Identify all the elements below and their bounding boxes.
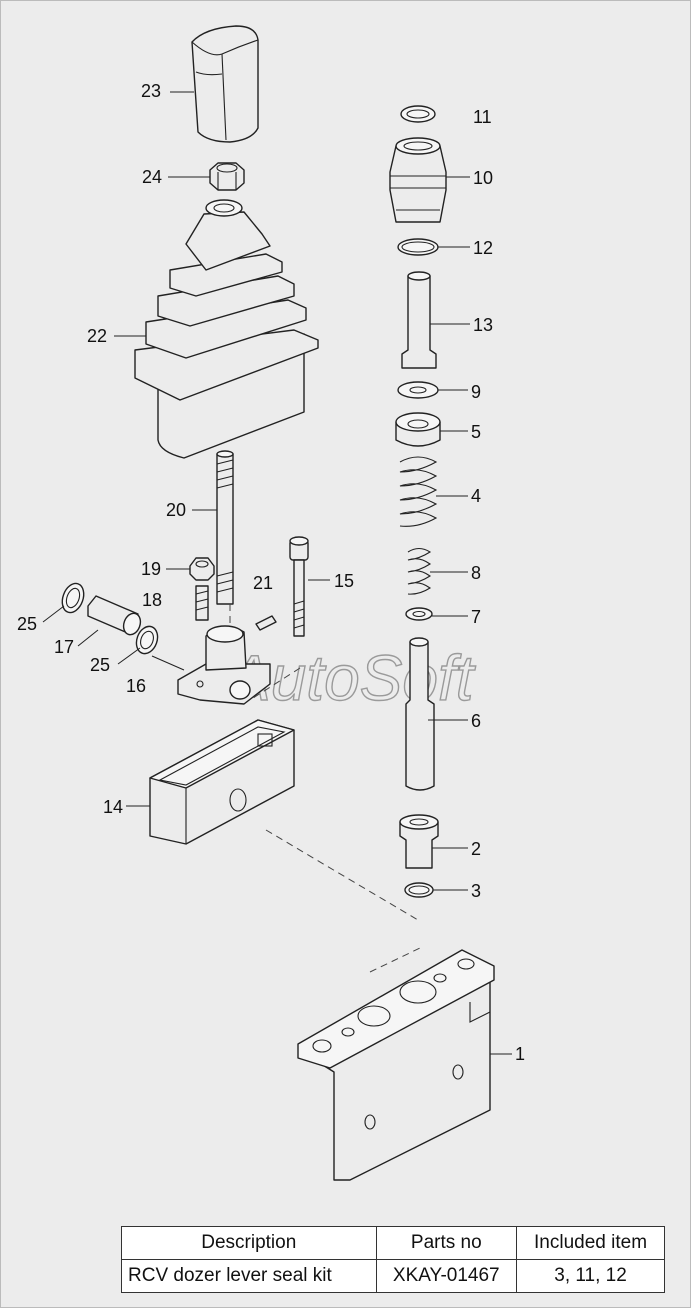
label-19: 19: [141, 559, 161, 579]
label-11: 11: [473, 107, 492, 127]
part-17-pin: [87, 595, 142, 636]
label-5: 5: [471, 422, 481, 442]
part-12-o-ring: [397, 238, 439, 256]
part-20-rod: [216, 450, 234, 605]
label-1: 1: [515, 1044, 525, 1064]
column-header-description: Description: [121, 1226, 377, 1260]
column-header-included-item: Included item: [516, 1226, 665, 1260]
label-13: 13: [473, 315, 493, 335]
seal-kit-table: Description Parts no Included item RCV d…: [121, 1226, 665, 1293]
part-23-grip: [191, 25, 259, 143]
part-8-spring: [407, 547, 432, 595]
label-10: 10: [473, 168, 493, 188]
label-14: 14: [103, 797, 123, 817]
label-2: 2: [471, 839, 481, 859]
label-12: 12: [473, 238, 493, 258]
cell-parts-no: XKAY-01467: [375, 1259, 518, 1293]
label-3: 3: [471, 881, 481, 901]
part-5-seat: [395, 412, 441, 447]
label-22: 22: [87, 326, 107, 346]
part-4-spring: [399, 456, 438, 527]
part-11-ring: [400, 105, 436, 123]
label-21: 21: [253, 573, 273, 593]
part-24-nut: [209, 162, 245, 191]
label-18: 18: [142, 590, 162, 610]
label-4: 4: [471, 486, 481, 506]
part-13-push-rod: [401, 271, 437, 369]
part-15-bolt: [289, 536, 309, 637]
label-6: 6: [471, 711, 481, 731]
cell-description: RCV dozer lever seal kit: [121, 1259, 377, 1293]
part-3-o-ring: [404, 882, 434, 898]
part-19-nut: [189, 557, 215, 581]
label-16: 16: [126, 676, 146, 696]
label-17: 17: [54, 637, 74, 657]
label-8: 8: [471, 563, 481, 583]
part-6-spool: [405, 637, 435, 791]
label-23: 23: [141, 81, 161, 101]
label-25-right: 25: [90, 655, 110, 675]
part-22-boot: [134, 199, 319, 459]
alignment-line-block: [265, 829, 419, 921]
part-10-plug: [389, 137, 447, 223]
label-24: 24: [142, 167, 162, 187]
part-9-washer: [397, 381, 439, 399]
table-header-row: Description Parts no Included item: [121, 1226, 665, 1260]
part-25-ring-right: [135, 625, 159, 655]
part-14-block: [149, 719, 295, 845]
part-7-washer: [405, 607, 433, 621]
alignment-line-casing: [369, 947, 421, 973]
label-7: 7: [471, 607, 481, 627]
part-1-casing: [297, 949, 495, 1181]
part-18-screw: [195, 585, 209, 621]
label-9: 9: [471, 382, 481, 402]
label-15: 15: [334, 571, 354, 591]
label-25-left: 25: [17, 614, 37, 634]
table-row: RCV dozer lever seal kit XKAY-01467 3, 1…: [121, 1259, 665, 1293]
part-21-pin: [255, 615, 277, 631]
alignment-line-bolt: [249, 667, 301, 701]
cell-included-item: 3, 11, 12: [516, 1259, 665, 1293]
part-2-plug: [399, 814, 439, 869]
label-20: 20: [166, 500, 186, 520]
column-header-parts-no: Parts no: [375, 1226, 518, 1260]
lever-base: [177, 625, 271, 705]
part-25-ring-left: [61, 582, 85, 614]
